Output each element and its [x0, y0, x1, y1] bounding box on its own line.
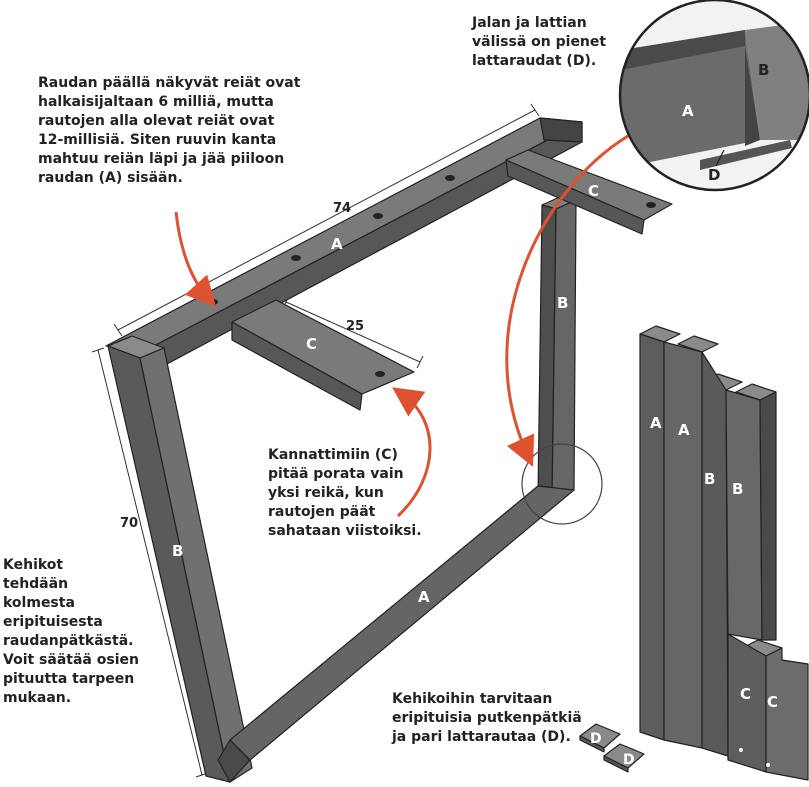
- top-rail-label: A: [331, 235, 343, 253]
- left-bracket-c: [231, 299, 415, 411]
- detail-zoom-circle: [620, 0, 809, 190]
- frames-caption: Kehikot tehdään kolmesta eripituisesta r…: [3, 557, 139, 706]
- right-bracket-label: C: [588, 182, 599, 200]
- flat-plates-d: [579, 723, 645, 773]
- plate-label-d1: D: [590, 731, 602, 747]
- parts-stack-holes: [739, 748, 770, 767]
- dimension-label-25: 25: [346, 319, 364, 334]
- front-leg-label: B: [172, 542, 183, 560]
- parts-label-a1: A: [650, 414, 662, 432]
- detail-callout-circle: [521, 443, 603, 525]
- bottom-rail-a: [217, 485, 575, 783]
- zoom-label-d: D: [708, 166, 720, 184]
- zoom-label-a: A: [682, 102, 694, 120]
- dimension-label-74: 74: [333, 201, 351, 216]
- plate-d-leader: [715, 149, 725, 167]
- bottom-rail-label: A: [418, 588, 430, 606]
- parts-stack: [639, 325, 809, 781]
- zoom-label-b: B: [758, 61, 769, 79]
- parts-label-b2: B: [732, 480, 743, 498]
- plates-caption: Jalan ja lattian välissä on pienet latta…: [472, 15, 607, 69]
- plate-label-d2: D: [623, 752, 635, 768]
- arrow-to-foot-detail: [505, 134, 629, 467]
- detail-zoom-outline: [618, 0, 809, 192]
- arrow-to-bracket: [392, 387, 432, 518]
- left-bracket-hole: [375, 371, 385, 377]
- parts-label-a2: A: [678, 421, 690, 439]
- arrow-to-hole: [174, 211, 217, 307]
- right-bracket-hole: [646, 202, 656, 208]
- holes-caption: Raudan päällä näkyvät reiät ovat halkais…: [38, 75, 301, 186]
- parts-label-c1: C: [740, 685, 751, 703]
- parts-label-b1: B: [704, 470, 715, 488]
- bracket-caption: Kannattimiin (C) pitää porata vain yksi …: [268, 447, 422, 539]
- left-bracket-label: C: [306, 335, 317, 353]
- back-leg-label: B: [557, 294, 568, 312]
- parts-caption: Kehikoihin tarvitaan eripituisia putkenp…: [392, 691, 582, 745]
- back-leg-b: [537, 195, 577, 501]
- right-bracket-c: [505, 149, 673, 235]
- parts-label-c2: C: [767, 693, 778, 711]
- dimension-label-70: 70: [120, 516, 138, 531]
